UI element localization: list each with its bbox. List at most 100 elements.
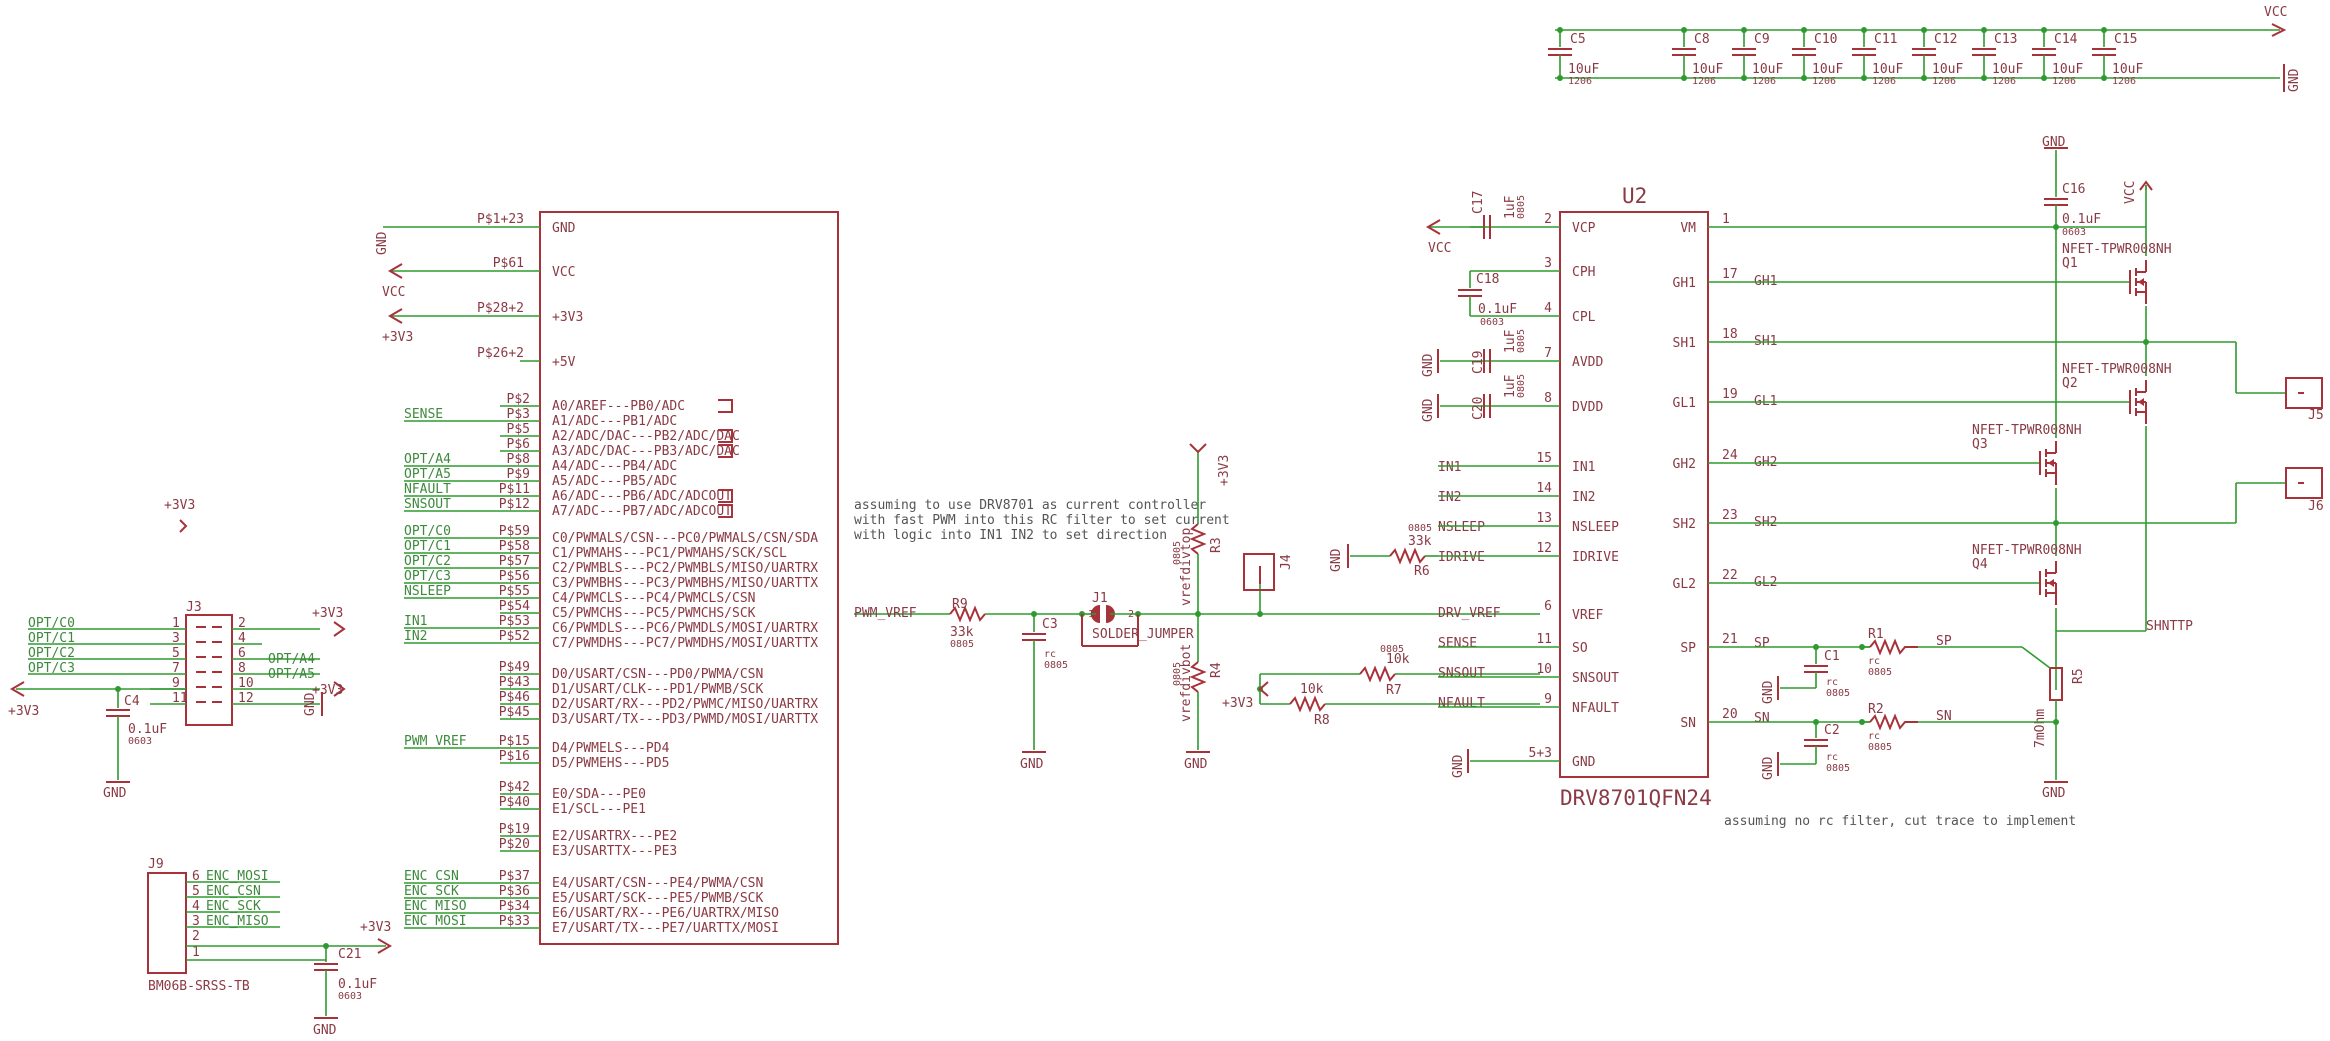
u2-pin-name: SN — [1680, 716, 1696, 731]
u2-net-sp: SP — [1754, 636, 1770, 651]
c1-label: rc — [1826, 677, 1838, 688]
mcu-pin-num: P$46 — [499, 690, 530, 705]
u2-pin-num: 4 — [1544, 301, 1552, 316]
c16-vcc: VCC — [2123, 181, 2138, 204]
mcu-pin-name: C5/PWMCHS---PC5/PWMCHS/SCK — [552, 606, 756, 621]
mcu-pin-net: ENC_MISO — [404, 899, 467, 914]
c16-value: 0.1uF — [2062, 212, 2101, 227]
c1-gnd: GND — [1761, 680, 1776, 704]
mcu-pin-name: D1/USART/CLK---PD1/PWMB/SCK — [552, 682, 763, 697]
r7-pkg: 0805 — [1380, 644, 1404, 655]
u2-pin-num: 7 — [1544, 346, 1552, 361]
c16-ref: C16 — [2062, 182, 2085, 197]
u2-pin-name: NSLEEP — [1572, 520, 1619, 535]
sn-net-label: SN — [1936, 709, 1952, 724]
fet-part: NFET-TPWR008NH — [2062, 242, 2172, 257]
mcu-pin-net: OPT/C0 — [404, 524, 451, 539]
top-decoupling-caps: VCC GND C510uF1206C810uF1206C910uF1206C1… — [1548, 5, 2302, 92]
j3-net-right: +3V3 — [312, 683, 343, 698]
j3-pin-num: 2 — [238, 616, 246, 631]
mcu-pin-name: D2/USART/RX---PD2/PWMC/MISO/UARTRX — [552, 697, 818, 712]
mcu-pin-num: P$56 — [499, 569, 530, 584]
mcu-pin-num: P$8 — [507, 452, 530, 467]
mcu-power-pin-num: P$61 — [493, 256, 524, 271]
mcu-pin-name: C6/PWMDLS---PC6/PWMDLS/MOSI/UARTRX — [552, 621, 818, 636]
r4-pkg: 0805 — [1172, 662, 1183, 686]
j9-pin-num: 4 — [192, 899, 200, 914]
u2-net-snsout: SNSOUT — [1438, 666, 1485, 681]
mcu-vcc-net: VCC — [382, 285, 405, 300]
mcu-pin-name: A1/ADC---PB1/ADC — [552, 414, 677, 429]
c16-gnd: GND — [2042, 135, 2066, 150]
j9-pin-net: ENC_CSN — [206, 884, 261, 899]
r5-ref: R5 — [2071, 668, 2086, 684]
top-cap-value: 10uF — [1812, 62, 1843, 77]
u2-pin-num: 21 — [1722, 632, 1738, 647]
u2-pin-num: 15 — [1536, 451, 1552, 466]
u2-pin-num: 2 — [1544, 212, 1552, 227]
c17-pkg: 0805 — [1516, 195, 1527, 219]
c19-value: 1uF — [1503, 329, 1518, 353]
mcu-pin-num: P$59 — [499, 524, 530, 539]
pwm-vref-net: PWM_VREF — [854, 606, 917, 621]
u2-pin-name: IDRIVE — [1572, 550, 1619, 565]
c4-value: 0.1uF — [128, 722, 167, 737]
u2-pin-num: 1 — [1722, 212, 1730, 227]
u2-ref: U2 — [1622, 184, 1647, 208]
j3-net-left: OPT/C0 — [28, 616, 75, 631]
j3-net-right: GND — [303, 692, 318, 716]
mcu-pin-name: C4/PWMCLS---PC4/PWMCLS/CSN — [552, 591, 756, 606]
top-cap-ref: C5 — [1570, 32, 1586, 47]
c19-gnd: GND — [1421, 353, 1436, 377]
mcu-power-pin-name: +3V3 — [552, 310, 583, 325]
r6-ref: R6 — [1414, 564, 1430, 579]
fet-ref: Q4 — [1972, 557, 1988, 572]
c17-value: 1uF — [1503, 195, 1518, 219]
j3-pin-num: 10 — [238, 676, 254, 691]
top-cap-pkg: 1206 — [1872, 76, 1896, 87]
u2-net-in1: IN1 — [1438, 460, 1461, 475]
u2-net-nfault: NFAULT — [1438, 696, 1485, 711]
j9-pin-num: 6 — [192, 869, 200, 884]
mcu-pin-name: D4/PWMELS---PD4 — [552, 741, 670, 756]
u2-pin-name: DVDD — [1572, 400, 1603, 415]
c20-value: 1uF — [1503, 374, 1518, 398]
u2-pin-num: 8 — [1544, 391, 1552, 406]
mcu-pin-num: P$3 — [507, 407, 530, 422]
c3-gnd: GND — [1020, 757, 1044, 772]
c4-ref: C4 — [124, 694, 140, 709]
j3-pin-num: 8 — [238, 661, 246, 676]
r1-ref: R1 — [1868, 627, 1884, 642]
mcu-pin-num: P$33 — [499, 914, 530, 929]
vref-note-line2: with fast PWM into this RC filter to set… — [854, 513, 1230, 528]
u2-pin-num: 11 — [1536, 632, 1552, 647]
j3-pin-num: 12 — [238, 691, 254, 706]
j9-pin-1: 1 — [192, 945, 200, 960]
mcu-pin-num: P$57 — [499, 554, 530, 569]
top-gnd-label: GND — [2287, 68, 2302, 92]
c20-ref: C20 — [1471, 397, 1486, 420]
fet-ref: Q2 — [2062, 376, 2078, 391]
u2-net-sn: SN — [1754, 711, 1770, 726]
mcu-pin-name: E7/USART/TX---PE7/UARTTX/MOSI — [552, 921, 779, 936]
r2-ref: R2 — [1868, 702, 1884, 717]
u2-pin-name: SH1 — [1673, 336, 1696, 351]
mcu-pin-num: P$19 — [499, 822, 530, 837]
